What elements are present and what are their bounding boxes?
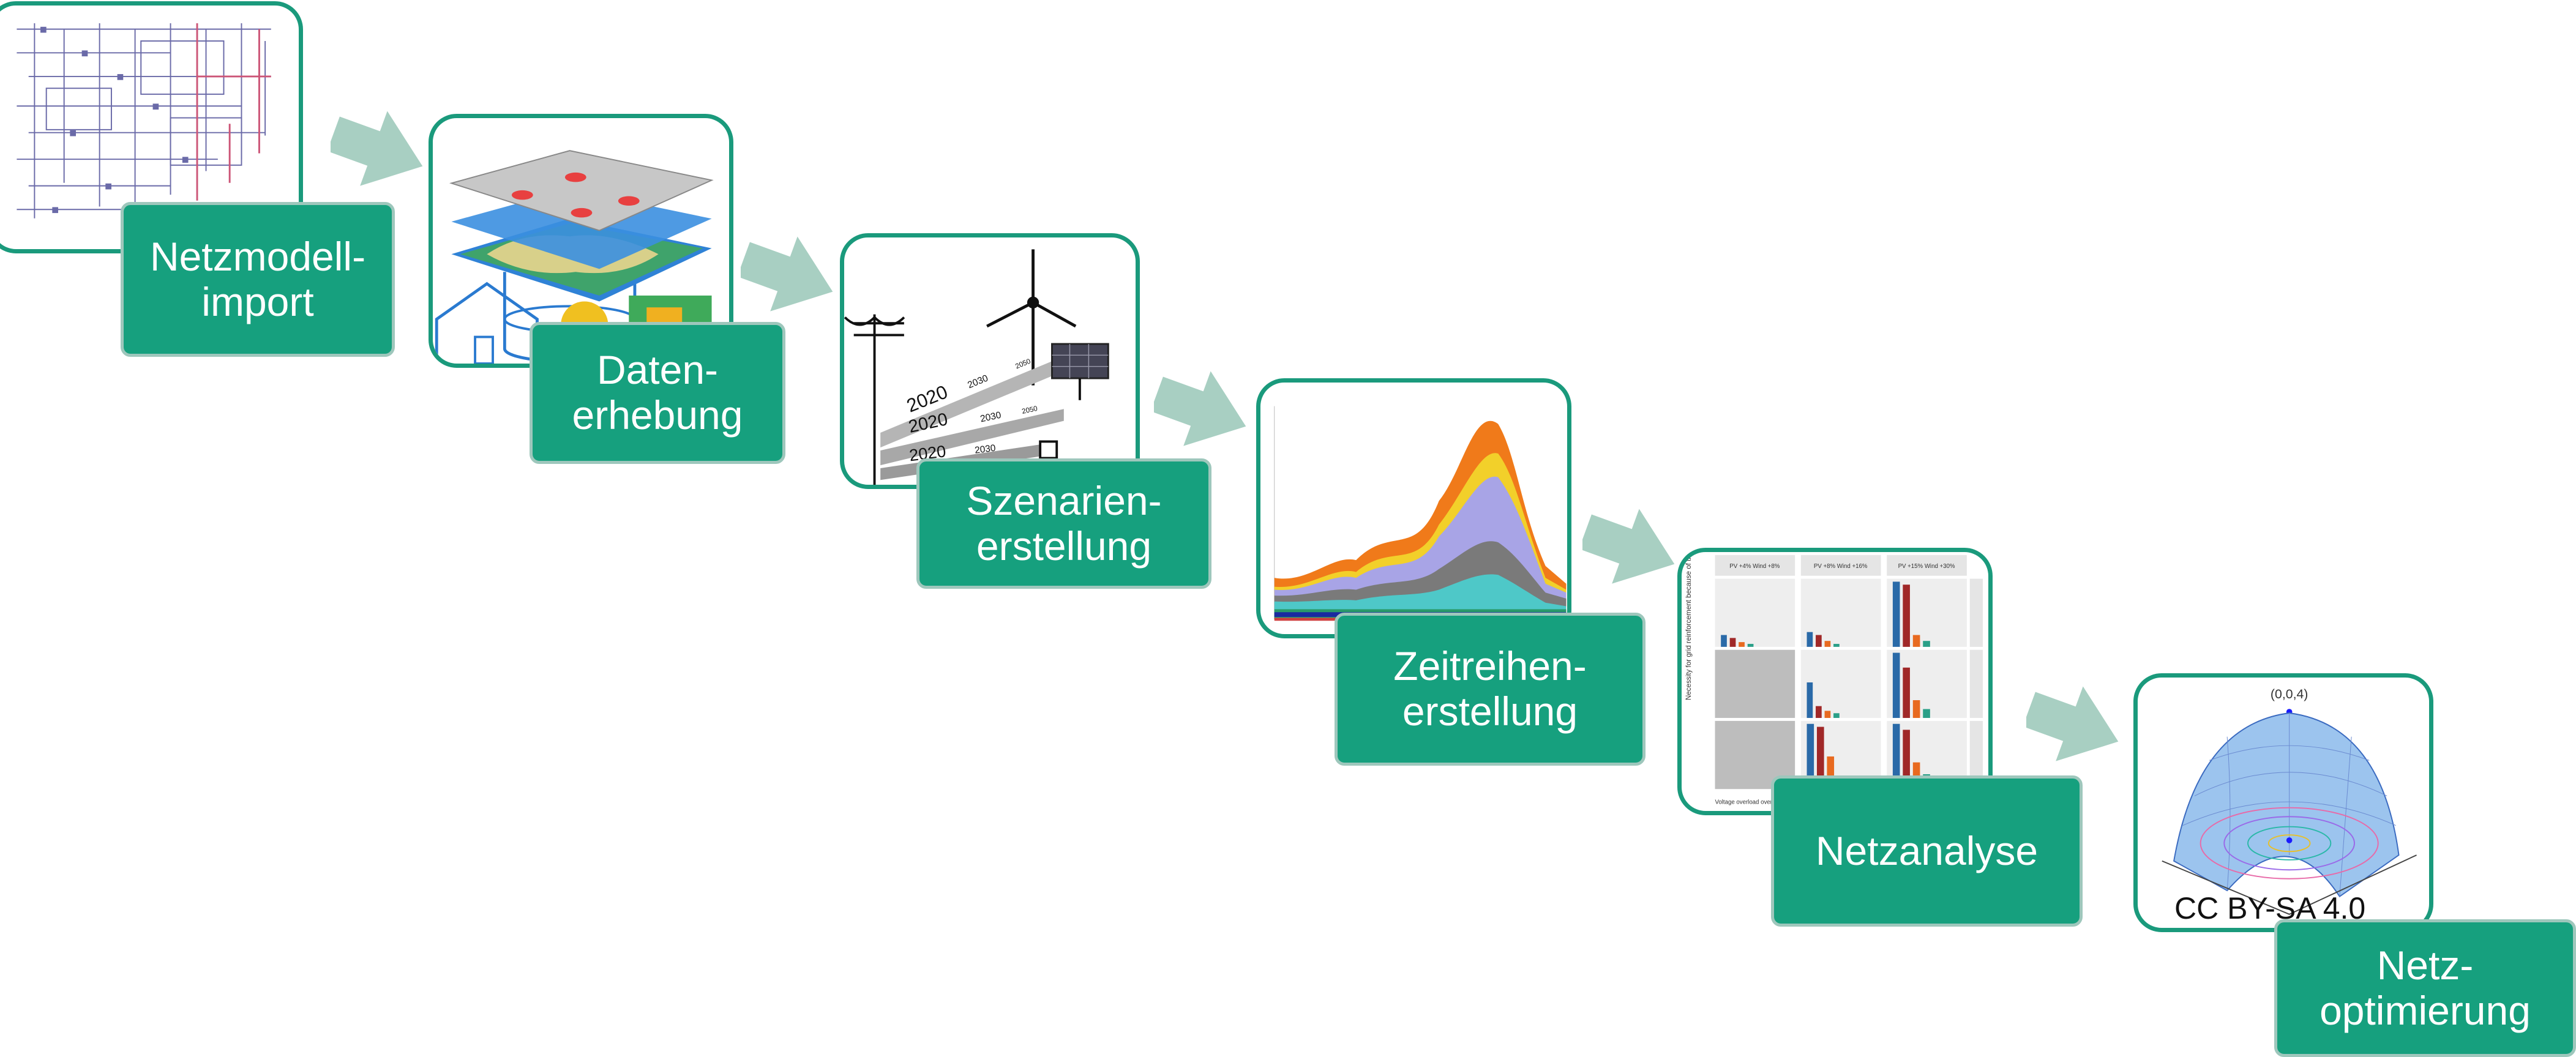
step-3-image: 2020 2030 2050 2020 2030 2050 2020 2030 [840, 233, 1140, 489]
data-layers-icon [435, 150, 714, 364]
flow-arrow-2 [741, 236, 836, 315]
step-3-label: Szenarien- erstellung [916, 458, 1211, 589]
optimization-surface-icon: (0,0,4) [2162, 687, 2417, 915]
scenario-icon: 2020 2030 2050 2020 2030 2050 2020 2030 [844, 249, 1109, 485]
scenario-year-8: 2030 [974, 443, 996, 456]
flow-arrow-3 [1154, 370, 1249, 450]
scenario-year-5: 2030 [979, 410, 1002, 425]
scenario-year-2: 2030 [966, 373, 989, 391]
grid-schematic-icon [17, 23, 271, 218]
time-series-icon [1274, 406, 1567, 621]
analysis-xlabel: Voltage overload overall [1715, 799, 1778, 805]
scenario-year-3: 2050 [1014, 358, 1032, 371]
step-2-label: Daten- erhebung [530, 322, 785, 464]
flow-arrow-1 [331, 110, 425, 190]
step-5-label: Netzanalyse [1771, 775, 2083, 927]
step-4-image [1256, 378, 1571, 638]
grid-analysis-icon: Necessity for grid reinforcement because… [1685, 552, 1983, 805]
step-1-label: Netzmodell- import [121, 202, 395, 357]
analysis-ylabel: Necessity for grid reinforcement because… [1685, 552, 1693, 700]
flow-arrow-5 [2026, 685, 2121, 765]
analysis-col-header-3: PV +15% Wind +30% [1898, 563, 1955, 570]
analysis-col-header-2: PV +8% Wind +16% [1814, 563, 1868, 570]
step-4-label: Zeitreihen- erstellung [1335, 613, 1646, 766]
optimization-point-label: (0,0,4) [2271, 687, 2308, 701]
flow-arrow-4 [1582, 508, 1677, 588]
analysis-col-header-1: PV +4% Wind +8% [1729, 563, 1780, 570]
step-6-label: Netz- optimierung [2274, 919, 2576, 1057]
step-6-image: (0,0,4) CC BY-SA 4.0 [2133, 673, 2433, 932]
scenario-year-6: 2050 [1021, 405, 1038, 416]
